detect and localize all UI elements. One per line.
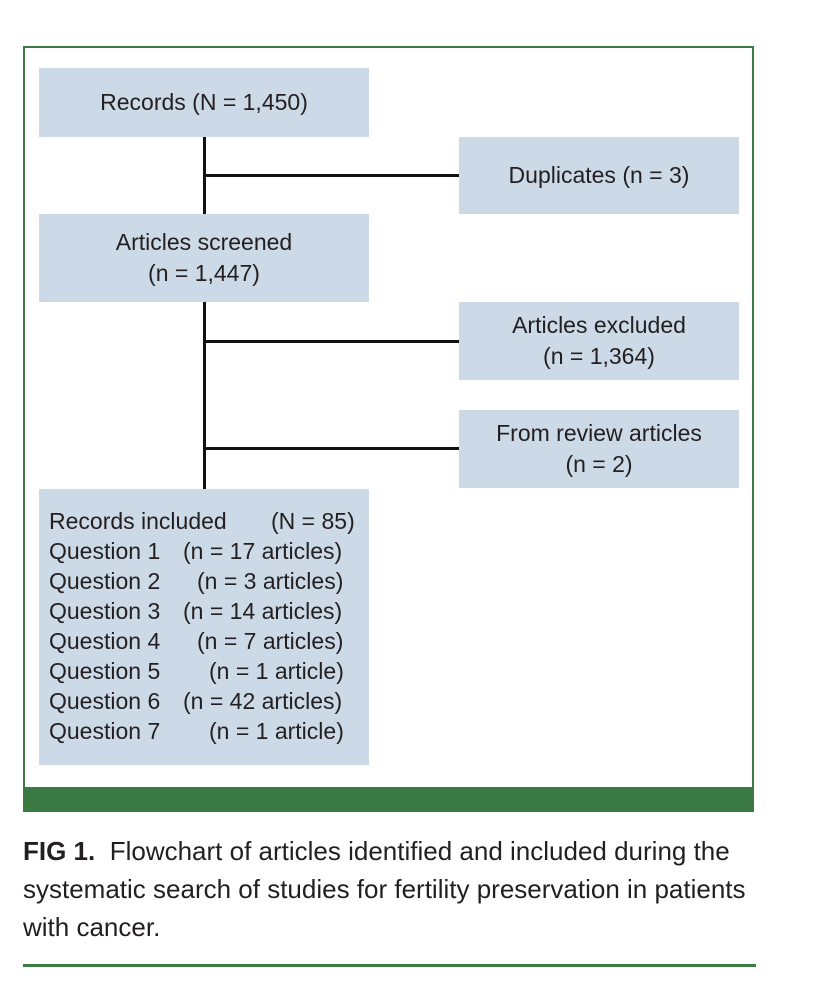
included-row-count: (n = 42 articles) bbox=[183, 688, 343, 714]
records-label: Records (N = 1,450) bbox=[100, 89, 308, 115]
included-row-count: (N = 85) bbox=[271, 508, 355, 534]
included-row-count: (n = 14 articles) bbox=[183, 598, 343, 624]
excluded-label: Articles excluded bbox=[512, 312, 686, 338]
included-row-label: Records included bbox=[49, 508, 227, 534]
screened-count: (n = 1,447) bbox=[148, 260, 260, 286]
figure-frame bbox=[23, 46, 754, 810]
included-row-count: (n = 1 article) bbox=[209, 718, 344, 744]
included-row-label: Question 1 bbox=[49, 538, 161, 564]
excluded-box: Articles excluded (n = 1,364) bbox=[459, 302, 739, 380]
duplicates-label: Duplicates (n = 3) bbox=[508, 162, 690, 188]
included-row-count: (n = 3 articles) bbox=[197, 568, 344, 594]
included-row-count: (n = 7 articles) bbox=[197, 628, 344, 654]
included-row-question-5: Question 5 (n = 1 article) bbox=[49, 656, 369, 686]
included-row-question-1: Question 1 (n = 17 articles) bbox=[49, 536, 369, 566]
review-label: From review articles bbox=[496, 420, 702, 446]
included-row-count: (n = 17 articles) bbox=[183, 538, 343, 564]
included-row-label: Question 2 bbox=[49, 568, 161, 594]
screened-label: Articles screened bbox=[115, 229, 293, 255]
screened-box: Articles screened (n = 1,447) bbox=[39, 214, 369, 302]
connector-screened-to-included bbox=[203, 302, 206, 489]
included-row-question-6: Question 6 (n = 42 articles) bbox=[49, 686, 369, 716]
duplicates-box: Duplicates (n = 3) bbox=[459, 137, 739, 214]
included-row-question-2: Question 2 (n = 3 articles) bbox=[49, 566, 369, 596]
caption-text: Flowchart of articles identified and inc… bbox=[23, 836, 746, 942]
included-row-records: Records included (N = 85) bbox=[49, 506, 369, 536]
connector-to-duplicates bbox=[203, 174, 459, 177]
included-row-label: Question 3 bbox=[49, 598, 161, 624]
connector-to-excluded bbox=[203, 340, 459, 343]
figure-caption: FIG 1. Flowchart of articles identified … bbox=[23, 832, 763, 946]
figure-label: FIG 1. bbox=[23, 836, 96, 866]
included-row-label: Question 4 bbox=[49, 628, 161, 654]
caption-bottom-rule bbox=[23, 964, 756, 967]
included-box: Records included (N = 85) Question 1 (n … bbox=[39, 489, 369, 765]
included-row-question-3: Question 3 (n = 14 articles) bbox=[49, 596, 369, 626]
included-row-question-4: Question 4 (n = 7 articles) bbox=[49, 626, 369, 656]
review-box: From review articles (n = 2) bbox=[459, 410, 739, 488]
included-row-question-7: Question 7 (n = 1 article) bbox=[49, 716, 369, 746]
excluded-count: (n = 1,364) bbox=[543, 343, 655, 369]
included-row-label: Question 5 bbox=[49, 658, 161, 684]
included-row-label: Question 7 bbox=[49, 718, 161, 744]
review-count: (n = 2) bbox=[565, 451, 633, 477]
figure-footer-bar bbox=[23, 787, 754, 812]
records-box: Records (N = 1,450) bbox=[39, 68, 369, 137]
included-row-count: (n = 1 article) bbox=[209, 658, 344, 684]
included-row-label: Question 6 bbox=[49, 688, 161, 714]
connector-to-review bbox=[203, 447, 459, 450]
